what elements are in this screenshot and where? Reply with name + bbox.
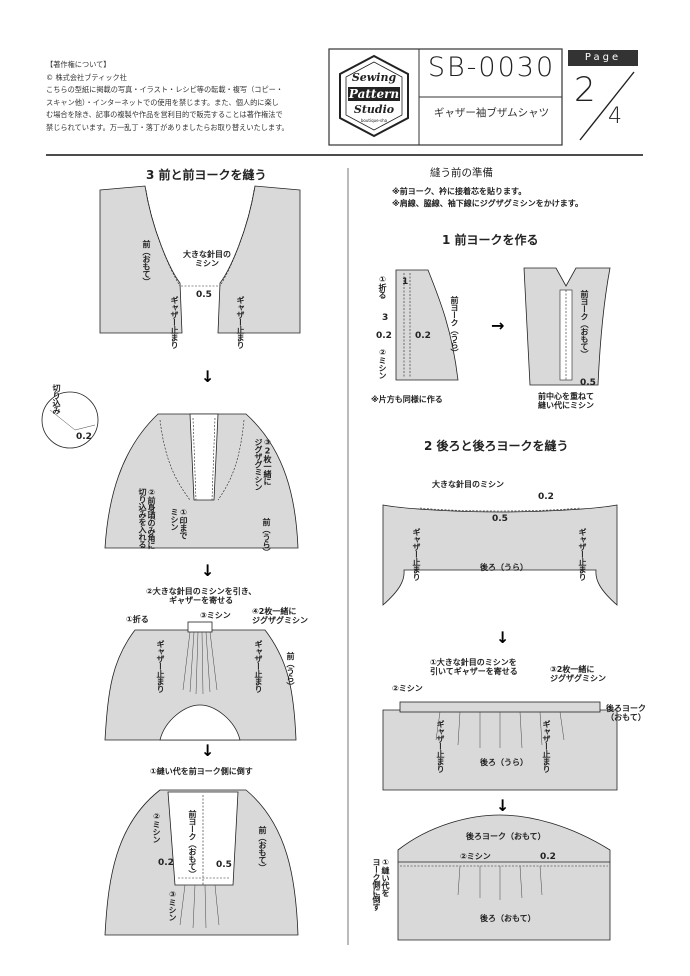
diagram-front-pieces (99, 185, 301, 334)
stitch-label: ③ミシン (168, 890, 177, 921)
front-label: 前（おもて） (142, 240, 151, 285)
stitch-label: ②ミシン (460, 852, 491, 861)
copyright-line-2: スキャン他）・インターネットでの使用を禁じます。また、個人的に楽し (46, 97, 279, 107)
front-yoke-label: 前ヨーク（おもて） (580, 290, 589, 358)
diagram-back-finished (397, 814, 611, 941)
stitch-label: ②ミシン (152, 812, 161, 843)
gather-stop-label: ギャザー止まり (436, 720, 445, 773)
pull-label: ②大きな針目のミシンを引き、 ギャザーを寄せる (146, 587, 257, 605)
notch-label: 切り込み (52, 384, 61, 414)
pattern-code: SB-0030 (427, 52, 556, 83)
stitch-label: ②ミシン (392, 684, 423, 693)
stitch-label: ②ミシン (378, 348, 387, 379)
logo-line-2: Pattern (348, 87, 400, 101)
gather-stop-label: ギャザー止まり (254, 640, 263, 693)
center-label: 前中心を重ねて 縫い代にミシン (538, 392, 594, 410)
diagram-gathering (104, 621, 297, 741)
copyright-line-1: こちらの型紙に掲載の写真・イラスト・レシピ等の転載・複写（コピー・ (46, 85, 284, 95)
zigzag-label: ④2枚一緒に ジグザグミシン (252, 607, 308, 625)
dim-label: 3 (382, 313, 389, 323)
diagram-front-yoke-make (395, 267, 611, 386)
page-total: 4 (608, 104, 622, 129)
page-label: Page (568, 50, 638, 66)
stitch-label: ①印まで ミシン (170, 508, 188, 539)
brand-logo: Sewing Pattern Studio boutique-sha (336, 54, 412, 138)
dim-label: 0.2 (538, 492, 554, 502)
logo-badge-icon (339, 54, 409, 138)
other-side-note: ※片方も同様に作る (371, 395, 443, 404)
gather-stop-label: ギャザー止まり (412, 528, 421, 581)
arrow-down-icon: ↓ (201, 561, 214, 580)
logo-tag: boutique-sha (360, 118, 388, 123)
diagram-front-finished (104, 789, 299, 936)
pattern-title: ギャザー袖ブザムシャツ (433, 107, 550, 119)
copyright-heading: 【著作権について】 (46, 60, 111, 69)
arrow-down-icon: ↓ (201, 741, 214, 760)
back-yoke-label: 後ろヨーク（おもて） (466, 832, 546, 841)
dim-label: 0.2 (376, 331, 392, 341)
back-yoke-label: 後ろヨーク （おもて） (606, 704, 646, 722)
dim-label: 0.5 (196, 290, 212, 300)
back-label: 後ろ（おもて） (480, 914, 536, 923)
prep-title: 縫う前の準備 (430, 167, 493, 179)
logo-line-1: Sewing (351, 71, 397, 84)
dim-label: 0.5 (580, 378, 596, 388)
prep-note-1: ※前ヨーク、衿に接着芯を貼ります。 (392, 187, 527, 196)
gather-stop-label: ギャザー止まり (578, 528, 587, 581)
stitch-label: ③ミシン (200, 611, 231, 620)
dim-label: 0.5 (492, 514, 508, 524)
big-stitch-label: 大きな針目の ミシン (183, 250, 231, 268)
arrow-down-icon: ↓ (496, 628, 509, 647)
fold-label: ①折る (378, 275, 387, 299)
pull-label: ①大きな針目のミシンを 引いてギャザーを寄せる (430, 658, 518, 676)
back-label: 後ろ（うら） (480, 563, 528, 572)
front-yoke-back-label: 前ヨーク（うら） (450, 296, 459, 356)
diagram-back-piece (382, 504, 618, 606)
gather-stop-label: ギャザー止まり (542, 720, 551, 773)
dim-label: 0.2 (76, 432, 92, 442)
diagram-back-gather (382, 701, 618, 791)
front-label: 前（おもて） (258, 826, 267, 871)
seam-label: ①縫い代を前ヨーク側に倒す (150, 767, 253, 776)
fold-label: ①折る (126, 615, 149, 624)
dim-label: 0.2 (158, 858, 174, 868)
logo-line-3: Studio (353, 103, 395, 116)
page-current: 2 (574, 70, 596, 110)
big-stitch-label: 大きな針目のミシン (432, 480, 504, 489)
arrow-down-icon: ↓ (201, 367, 214, 386)
dim-label: 1 (402, 277, 409, 287)
copyright-notice: 【著作権について】 © 株式会社ブティック社 こちらの型紙に掲載の写真・イラスト… (46, 59, 336, 135)
dim-label: 0.2 (540, 852, 556, 862)
cut-label: ②前身頃のみ角に 切り込みを入れる (138, 488, 156, 549)
dim-label: 0.2 (415, 331, 431, 341)
arrow-right-icon: → (491, 316, 504, 335)
zigzag-label: ③2枚一緒に ジグザグミシン (254, 438, 272, 491)
step-3-title: 3 前と前ヨークを縫う (146, 168, 267, 182)
dim-label: 0.5 (216, 860, 232, 870)
copyright-line-3: む場合を除き、記事の複製や作品を営利目的で販売することは著作権法で (46, 110, 283, 120)
seam-label: ①縫い代を ヨーク側に倒す (372, 858, 390, 911)
gather-stop-label: ギャザー止まり (236, 296, 245, 349)
gather-stop-label: ギャザー止まり (170, 296, 179, 349)
arrow-down-icon: ↓ (496, 796, 509, 815)
gather-stop-label: ギャザー止まり (156, 640, 165, 693)
diagram-front-yoke-attach (41, 391, 299, 549)
front-back-label: 前（うら） (286, 652, 295, 690)
step-2-title: 2 後ろと後ろヨークを縫う (424, 439, 569, 453)
step-1-title: 1 前ヨークを作る (442, 233, 539, 247)
zigzag-label: ③2枚一緒に ジグザグミシン (550, 665, 606, 683)
front-yoke-label: 前ヨーク（おもて） (188, 810, 197, 878)
copyright-line-4: 禁じられています。万一乱丁・落丁がありましたらお取り替えいたします。 (46, 122, 289, 132)
prep-note-2: ※肩線、脇線、袖下線にジグザグミシンをかけます。 (392, 199, 583, 208)
copyright-company: © 株式会社ブティック社 (46, 72, 127, 82)
back-label: 後ろ（うら） (480, 758, 528, 767)
front-back-label: 前（うら） (262, 518, 271, 556)
